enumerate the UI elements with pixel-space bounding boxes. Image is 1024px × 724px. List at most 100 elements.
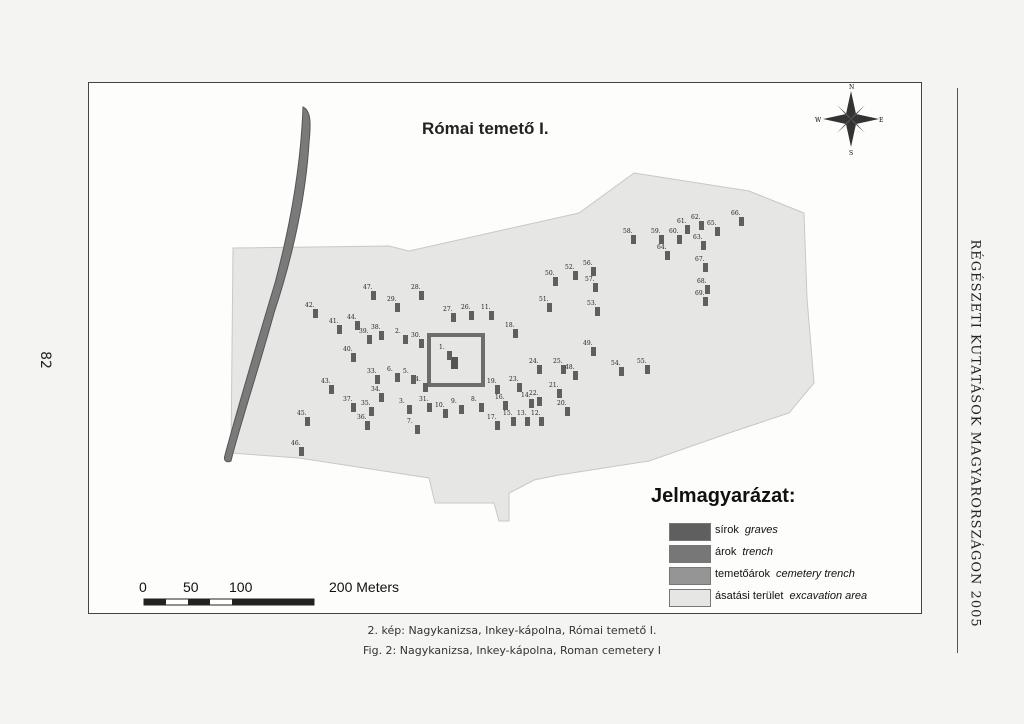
grave-label-57: 57. xyxy=(585,276,595,283)
grave-label-41: 41. xyxy=(329,318,339,325)
grave-19 xyxy=(495,385,500,394)
grave-label-2: 2. xyxy=(395,328,401,335)
grave-52 xyxy=(573,271,578,280)
grave-label-60: 60. xyxy=(669,228,679,235)
grave-central xyxy=(451,357,458,369)
grave-50 xyxy=(553,277,558,286)
grave-3 xyxy=(407,405,412,414)
grave-label-58: 58. xyxy=(623,228,633,235)
grave-label-59: 59. xyxy=(651,228,661,235)
grave-67 xyxy=(703,263,708,272)
grave-48 xyxy=(573,371,578,380)
page-number: 82 xyxy=(36,351,53,369)
grave-63 xyxy=(701,241,706,250)
grave-14 xyxy=(529,399,534,408)
grave-label-34: 34. xyxy=(371,386,381,393)
grave-label-12: 12. xyxy=(531,410,541,417)
grave-label-50: 50. xyxy=(545,270,555,277)
grave-label-40: 40. xyxy=(343,346,353,353)
caption-hu: 2. kép: Nagykanizsa, Inkey-kápolna, Róma… xyxy=(367,624,657,637)
caption-en: Fig. 2: Nagykanizsa, Inkey-kápolna, Roma… xyxy=(363,644,661,657)
grave-label-15: 15. xyxy=(503,410,513,417)
grave-label-46: 46. xyxy=(291,440,301,447)
grave-label-36: 36. xyxy=(357,414,367,421)
grave-label-28: 28. xyxy=(411,284,421,291)
grave-label-16: 16. xyxy=(495,394,505,401)
trench xyxy=(224,106,311,463)
grave-26 xyxy=(469,311,474,320)
grave-label-1: 1. xyxy=(439,344,445,351)
grave-label-18: 18. xyxy=(505,322,515,329)
legend-swatch xyxy=(669,567,711,585)
grave-5 xyxy=(411,375,416,384)
compass-rose-icon: N S E W xyxy=(815,84,883,157)
grave-56 xyxy=(591,267,596,276)
grave-label-61: 61. xyxy=(677,218,687,225)
grave-label-33: 33. xyxy=(367,368,377,375)
grave-label-14: 14. xyxy=(521,392,531,399)
grave-15 xyxy=(511,417,516,426)
grave-46 xyxy=(299,447,304,456)
grave-label-53: 53. xyxy=(587,300,597,307)
grave-43 xyxy=(329,385,334,394)
grave-label-64: 64. xyxy=(657,244,667,251)
grave-59 xyxy=(659,235,664,244)
grave-65 xyxy=(715,227,720,236)
grave-54 xyxy=(619,367,624,376)
grave-label-24: 24. xyxy=(529,358,539,365)
graves-layer: 1.2.3.4.5.6.7.8.9.10.11.12.13.14.15.16.1… xyxy=(291,210,744,456)
grave-label-11: 11. xyxy=(481,304,491,311)
cemetery-map: N S E W 1.2.3.4.5.6.7.8.9.10.11.12.13.14… xyxy=(143,84,883,606)
compass-n: N xyxy=(849,84,854,91)
legend-swatch xyxy=(669,589,711,607)
legend-swatch xyxy=(669,545,711,563)
grave-label-48: 48. xyxy=(565,364,575,371)
grave-label-67: 67. xyxy=(695,256,705,263)
grave-36 xyxy=(365,421,370,430)
grave-label-45: 45. xyxy=(297,410,307,417)
map-frame: N S E W 1.2.3.4.5.6.7.8.9.10.11.12.13.14… xyxy=(88,82,922,614)
grave-label-51: 51. xyxy=(539,296,549,303)
legend-title: Jelmagyarázat: xyxy=(651,485,796,507)
grave-28 xyxy=(419,291,424,300)
compass-e: E xyxy=(879,117,883,124)
grave-label-19: 19. xyxy=(487,378,497,385)
grave-7 xyxy=(415,425,420,434)
excavation-area xyxy=(230,172,815,522)
grave-label-5: 5. xyxy=(403,368,409,375)
grave-label-35: 35. xyxy=(361,400,371,407)
grave-label-31: 31. xyxy=(419,396,429,403)
map-title: Római temető I. xyxy=(422,119,549,138)
grave-38 xyxy=(379,331,384,340)
grave-2 xyxy=(403,335,408,344)
grave-label-38: 38. xyxy=(371,324,381,331)
grave-40 xyxy=(351,353,356,362)
grave-label-20: 20. xyxy=(557,400,567,407)
running-head: RÉGÉSZETI KUTATÁSOK MAGYARORSZÁGON 2005 xyxy=(967,239,983,628)
grave-label-3: 3. xyxy=(399,398,405,405)
grave-label-4: 4. xyxy=(415,376,421,383)
grave-23 xyxy=(517,383,522,392)
grave-21 xyxy=(557,389,562,398)
grave-label-69: 69. xyxy=(695,290,705,297)
grave-18 xyxy=(513,329,518,338)
grave-58 xyxy=(631,235,636,244)
grave-66 xyxy=(739,217,744,226)
scale-tick-200: 200 Meters xyxy=(329,579,400,595)
grave-label-37: 37. xyxy=(343,396,353,403)
grave-label-26: 26. xyxy=(461,304,471,311)
grave-label-6: 6. xyxy=(387,366,393,373)
scale-tick-100: 100 xyxy=(229,579,253,595)
grave-42 xyxy=(313,309,318,318)
grave-41 xyxy=(337,325,342,334)
grave-label-49: 49. xyxy=(583,340,593,347)
grave-12 xyxy=(539,417,544,426)
grave-47 xyxy=(371,291,376,300)
grave-label-65: 65. xyxy=(707,220,717,227)
grave-label-30: 30. xyxy=(411,332,421,339)
grave-16 xyxy=(503,401,508,410)
grave-57 xyxy=(593,283,598,292)
grave-22 xyxy=(537,397,542,406)
grave-20 xyxy=(565,407,570,416)
legend-swatch xyxy=(669,523,711,541)
